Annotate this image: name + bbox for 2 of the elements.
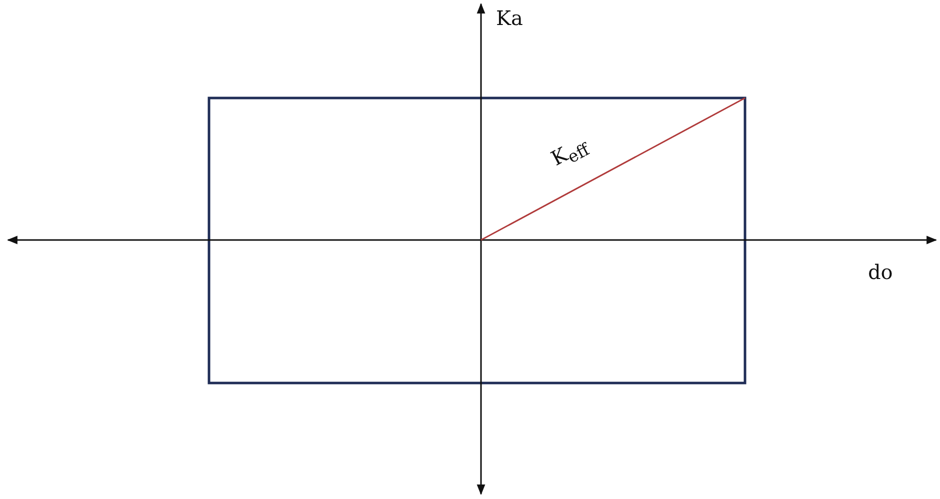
axis-label: Ka: [496, 8, 523, 28]
axis-label: do: [868, 262, 893, 282]
